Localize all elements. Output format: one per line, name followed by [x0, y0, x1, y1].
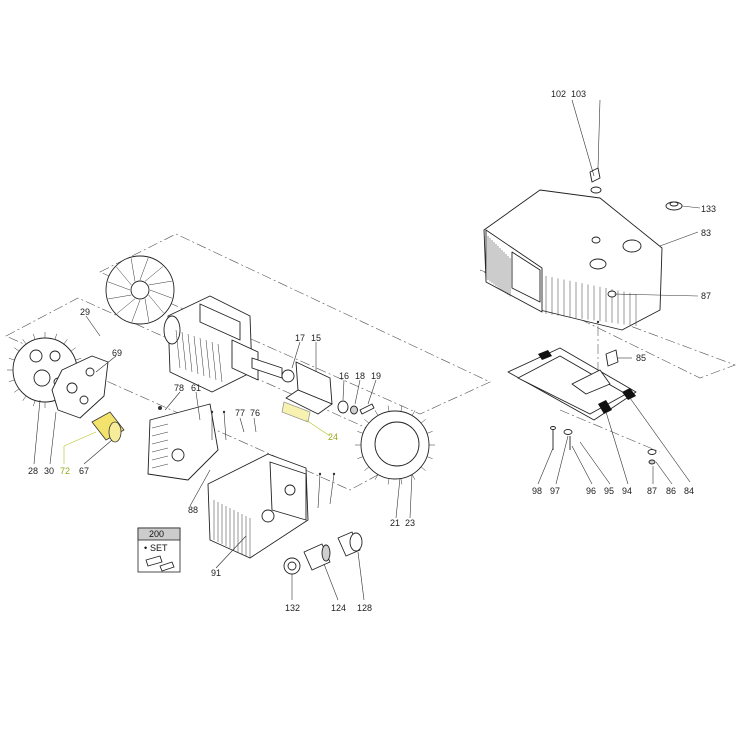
leader-lines — [33, 99, 701, 601]
kit-bullet: • — [144, 543, 147, 553]
foot-85 — [605, 349, 619, 367]
callout-labels: 102 103 133 83 87 85 98 97 96 95 94 87 8… — [28, 89, 716, 613]
callout-97: 97 — [550, 486, 560, 496]
callout-24: 24 — [328, 432, 338, 442]
enclosure-hood-83 — [483, 189, 663, 331]
callout-132: 132 — [285, 603, 300, 613]
callout-87-bottom: 87 — [647, 486, 657, 496]
kit-number: 200 — [149, 529, 164, 539]
callout-28: 28 — [28, 466, 38, 476]
callout-86: 86 — [666, 486, 676, 496]
callout-29: 29 — [80, 307, 90, 317]
cooling-fan — [105, 255, 175, 325]
callout-124: 124 — [331, 603, 346, 613]
callout-72: 72 — [60, 466, 70, 476]
rotor — [281, 361, 333, 415]
callout-69: 69 — [112, 348, 122, 358]
callout-96: 96 — [586, 486, 596, 496]
filter-cartridge-72 — [91, 411, 125, 443]
vane-set-24 — [281, 401, 311, 423]
washer-16 — [337, 400, 349, 414]
cylinder-housing — [355, 405, 435, 485]
screw-19 — [359, 403, 375, 415]
kit-box-200: 200 • SET — [137, 527, 181, 573]
callout-103: 103 — [571, 89, 586, 99]
plug-132 — [283, 557, 301, 575]
callout-67: 67 — [79, 466, 89, 476]
knob-128 — [337, 531, 363, 557]
motor — [163, 295, 283, 393]
callout-19: 19 — [371, 371, 381, 381]
callout-94: 94 — [622, 486, 632, 496]
valve-124 — [303, 543, 331, 571]
gasket-plate — [51, 355, 109, 419]
callout-15: 15 — [311, 333, 321, 343]
washer-18 — [350, 405, 358, 415]
grommet-133 — [665, 201, 683, 211]
screws-94-98 — [550, 426, 657, 465]
callout-128: 128 — [357, 603, 372, 613]
kit-set-label: SET — [150, 543, 168, 553]
callout-102: 102 — [551, 89, 566, 99]
callout-87-top: 87 — [701, 291, 711, 301]
callout-61: 61 — [191, 383, 201, 393]
callout-21: 21 — [390, 518, 400, 528]
callout-30: 30 — [44, 466, 54, 476]
callout-77: 77 — [235, 408, 245, 418]
callout-84: 84 — [684, 486, 694, 496]
callout-133: 133 — [701, 204, 716, 214]
callout-83: 83 — [701, 228, 711, 238]
callout-23: 23 — [405, 518, 415, 528]
callout-76: 76 — [250, 408, 260, 418]
callout-85: 85 — [636, 353, 646, 363]
callout-78: 78 — [174, 383, 184, 393]
callout-88: 88 — [188, 505, 198, 515]
callout-98: 98 — [532, 486, 542, 496]
callout-16: 16 — [339, 371, 349, 381]
cap-102-103 — [589, 167, 602, 194]
fastener-dots — [158, 320, 600, 476]
pump-housing-61 — [147, 403, 219, 481]
callout-18: 18 — [355, 371, 365, 381]
cover-88 — [207, 453, 309, 559]
callout-95: 95 — [604, 486, 614, 496]
callout-91: 91 — [211, 568, 221, 578]
callout-17: 17 — [295, 333, 305, 343]
base-plate — [507, 347, 637, 421]
